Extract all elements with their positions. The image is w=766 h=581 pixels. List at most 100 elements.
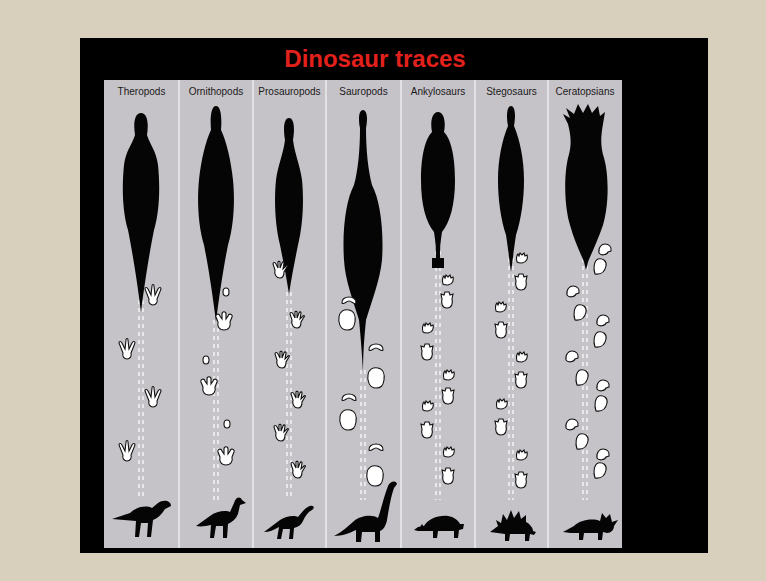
ceratopsian-footprint (576, 434, 588, 449)
trackway-midline (287, 292, 291, 500)
prosauropod-side-silhouette (264, 506, 314, 539)
column-divider (326, 80, 327, 548)
theropod-footprint (119, 441, 135, 462)
ornithopod-handprint (223, 288, 229, 296)
column-header: Ceratopsians (548, 80, 622, 97)
track-column: Ornithopods (179, 80, 253, 548)
prosauropod-print (274, 424, 288, 441)
ankylosaur-footprint (442, 468, 454, 484)
stegosaur-footprint (515, 274, 527, 290)
column-dividers (179, 80, 548, 548)
stegosaur-footprint (495, 419, 507, 435)
ceratopsian-footprint (594, 463, 606, 478)
prosauropod-print (290, 311, 304, 328)
column-header: Ankylosaurs (401, 80, 475, 97)
stegosaur-footprint (515, 372, 527, 388)
stegosaur-handprint (497, 399, 508, 409)
prosauropod-print (273, 261, 287, 278)
ankylosaur-top-silhouette (421, 112, 455, 268)
ornithopod-handprint (224, 420, 230, 428)
prosauropod-print (291, 461, 305, 478)
column-divider (548, 80, 549, 548)
theropod-footprint (145, 387, 161, 408)
column-divider (401, 80, 402, 548)
stegosaur-handprint (496, 302, 507, 312)
trackway-midline (361, 370, 365, 500)
sauropod-handprint (342, 394, 356, 401)
theropod-footprint (145, 285, 161, 306)
slide-title: Dinosaur traces (284, 45, 465, 73)
column-header: Sauropods (326, 80, 401, 97)
track-column: Ceratopsians (548, 80, 622, 548)
stegosaur-handprint (517, 253, 528, 263)
sauropod-handprint (342, 297, 356, 304)
ceratopsian-handprint (567, 286, 579, 297)
ankylosaur-footprint (421, 344, 433, 360)
ceratopsian-footprint (594, 259, 606, 274)
ceratopsian-footprint (574, 305, 586, 320)
theropod-top-silhouette (123, 113, 159, 312)
trackway-midline (214, 320, 218, 500)
footprints (119, 244, 611, 488)
ornithopod-footprint (216, 312, 232, 330)
ankylosaur-footprint (441, 292, 453, 308)
ceratopsian-handprint (566, 419, 578, 430)
ceratopsian-handprint (599, 244, 611, 255)
theropod-footprint (119, 339, 135, 360)
ceratopsian-footprint (576, 370, 588, 385)
column-header: Stegosaurs (475, 80, 548, 97)
track-column: Theropods (104, 80, 179, 548)
ankylosaur-handprint (423, 323, 434, 333)
theropod-side-silhouette (112, 501, 171, 537)
slide-background (80, 38, 708, 553)
column-divider (475, 80, 476, 548)
ceratopsian-handprint (597, 449, 609, 460)
prosauropod-print (275, 351, 289, 368)
track-column: Sauropods (326, 80, 401, 548)
trackway-midline (436, 235, 440, 500)
sauropod-top-silhouette (343, 110, 382, 372)
prosauropod-print (291, 391, 305, 408)
stegosaur-side-silhouette (490, 510, 536, 541)
ornithopod-handprint (203, 356, 209, 364)
sauropod-handprint (369, 344, 383, 351)
ankylosaur-footprint (421, 422, 433, 438)
ankylosaur-handprint (423, 401, 434, 411)
stegosaur-footprint (495, 322, 507, 338)
stegosaur-handprint (517, 352, 528, 362)
sauropod-side-silhouette (334, 482, 397, 542)
track-column: Ankylosaurs (401, 80, 475, 548)
sauropod-footprint (339, 310, 355, 330)
column-header: Theropods (104, 80, 179, 97)
ceratopsian-side-silhouette (563, 513, 618, 540)
trackway-midline (509, 250, 513, 500)
ceratopsian-footprint (595, 396, 607, 411)
sauropod-footprint (368, 368, 384, 388)
stegosaur-top-silhouette (498, 106, 524, 272)
column-divider (179, 80, 180, 548)
track-column: Stegosaurs (475, 80, 548, 548)
ceratopsian-handprint (597, 315, 609, 326)
ankylosaur-handprint (444, 370, 455, 380)
ankylosaur-handprint (443, 275, 454, 285)
ankylosaur-footprint (442, 388, 454, 404)
sauropod-handprint (369, 444, 383, 451)
ornithopod-footprint (201, 377, 217, 395)
ornithopod-footprint (218, 447, 234, 465)
stegosaur-handprint (517, 450, 528, 460)
trackway-midline (139, 300, 143, 500)
ornithopod-side-silhouette (196, 498, 246, 538)
ceratopsian-footprint (594, 332, 606, 347)
ankylosaur-handprint (444, 447, 455, 457)
sauropod-footprint (367, 466, 383, 486)
top-view-silhouettes (123, 104, 608, 372)
stegosaur-footprint (515, 472, 527, 488)
sauropod-footprint (340, 410, 356, 430)
side-view-silhouettes (112, 482, 618, 542)
panel-ground (104, 80, 622, 548)
track-column: Prosauropods (253, 80, 326, 548)
ceratopsian-handprint (566, 351, 578, 362)
ceratopsian-handprint (597, 380, 609, 391)
ankylosaur-side-silhouette (414, 516, 464, 538)
